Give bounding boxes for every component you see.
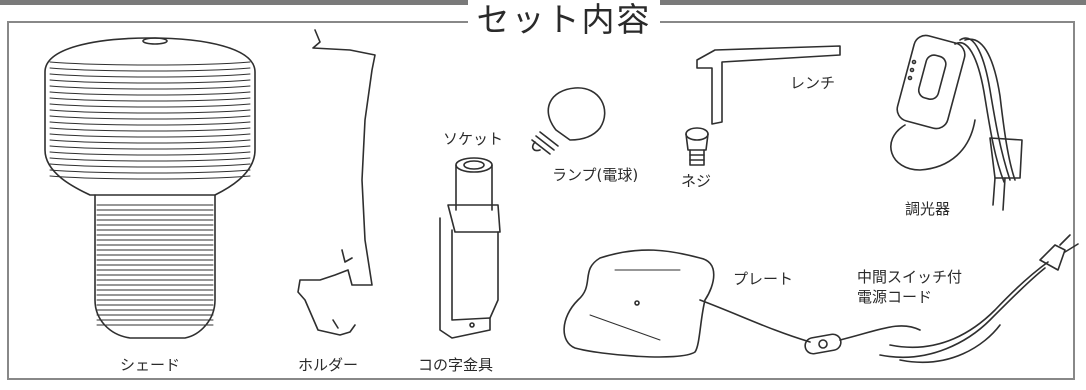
wrench-label: レンチ (790, 74, 836, 92)
wrench-illustration (696, 45, 841, 125)
screw-label: ネジ (681, 172, 712, 190)
page-title: セット内容 (468, 0, 660, 40)
bracket-label: コの字金具 (418, 356, 494, 374)
holder-label: ホルダー (298, 356, 359, 374)
socket-illustration (447, 157, 501, 233)
cord-label-line1: 中間スイッチ付 (857, 268, 963, 286)
plate-illustration (563, 249, 715, 358)
shade-illustration (44, 37, 256, 339)
bulb-label: ランプ(電球) (552, 166, 639, 184)
bulb-illustration (531, 87, 606, 155)
bracket-illustration (439, 217, 499, 339)
shade-label: シェード (120, 356, 181, 374)
socket-label: ソケット (443, 130, 504, 148)
dimmer-label: 調光器 (905, 200, 951, 218)
cord-illustration (699, 234, 1079, 364)
holder-illustration (297, 29, 376, 336)
cord-label-line2: 電源コード (857, 288, 933, 306)
screw-illustration (685, 127, 709, 166)
plate-label: プレート (733, 270, 794, 288)
dimmer-illustration (890, 34, 1023, 211)
